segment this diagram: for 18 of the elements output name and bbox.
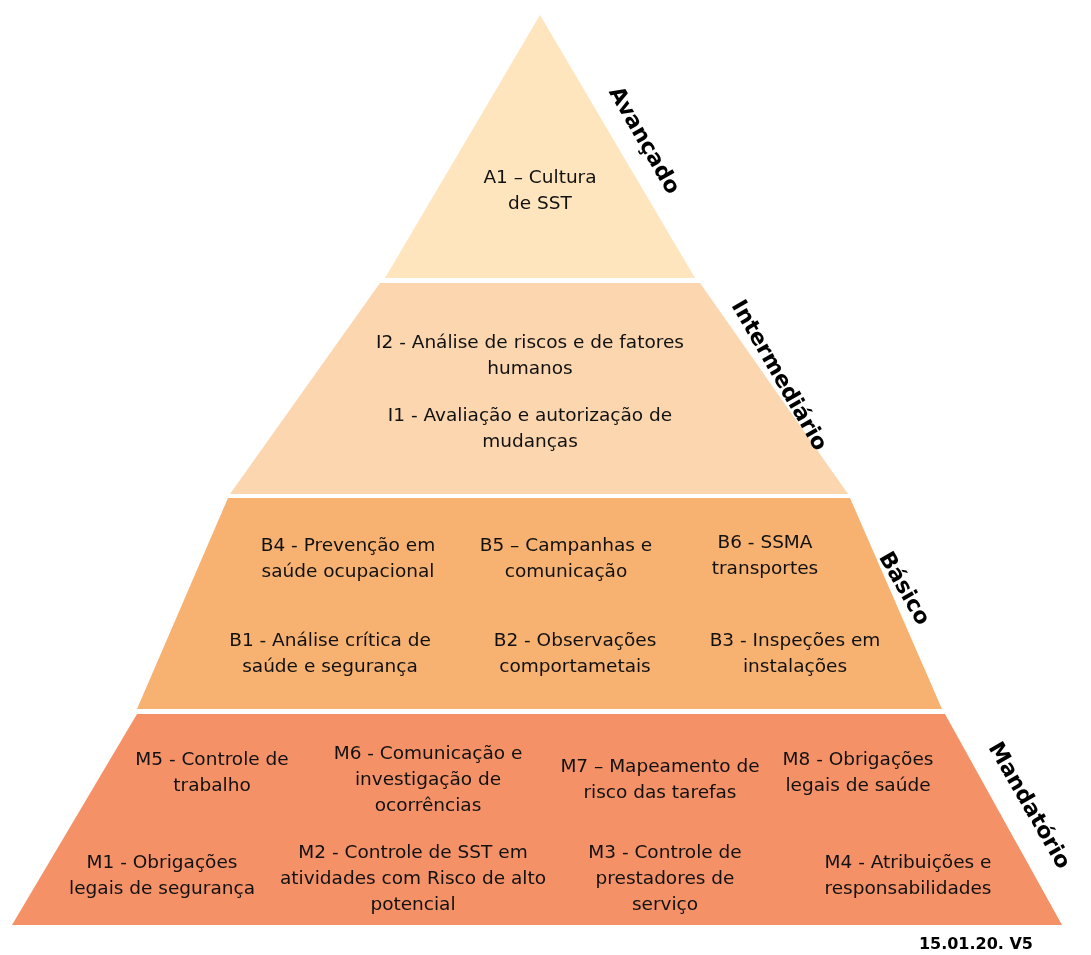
tier-item-text: M2 - Controle de SST em atividades com Risco de alto potencial bbox=[279, 840, 547, 916]
tier-item-text: A1 – Cultura de SST bbox=[482, 165, 598, 215]
tier-item-text: M3 - Controle de prestadores de serviço bbox=[587, 840, 743, 916]
tier-item-text: M7 – Mapeamento de risco das tarefas bbox=[560, 754, 760, 804]
tier-item-text: M5 - Controle de trabalho bbox=[134, 747, 290, 797]
tier-item-text: M4 - Atribuições e responsabilidades bbox=[823, 851, 992, 900]
tier-item-text: M8 - Obrigações legais de saúde bbox=[781, 747, 935, 797]
tier-item-text: B3 - Inspeções em instalações bbox=[708, 628, 882, 678]
version-note: 15.01.20. V5 bbox=[918, 934, 1033, 953]
tier-item-text: I2 - Análise de riscos e de fatores humanos bbox=[375, 330, 685, 380]
tier-item-text: M6 - Comunicação e investigação de ocorrências bbox=[332, 741, 524, 817]
tier-item-text: B2 - Observações comportametais bbox=[492, 628, 658, 678]
tier-item-text: B1 - Análise crítica de saúde e segurança bbox=[228, 628, 432, 678]
tier-item-text: I1 - Avaliação e autorização de mudanças bbox=[386, 403, 674, 453]
tier-item-text: B5 – Campanhas e comunicação bbox=[478, 533, 654, 583]
tier-item-text: B6 - SSMA transportes bbox=[710, 530, 820, 580]
tier-item-text: B4 - Prevenção em saúde ocupacional bbox=[259, 533, 437, 583]
tier-item-text: M1 - Obrigações legais de segurança bbox=[68, 850, 256, 900]
